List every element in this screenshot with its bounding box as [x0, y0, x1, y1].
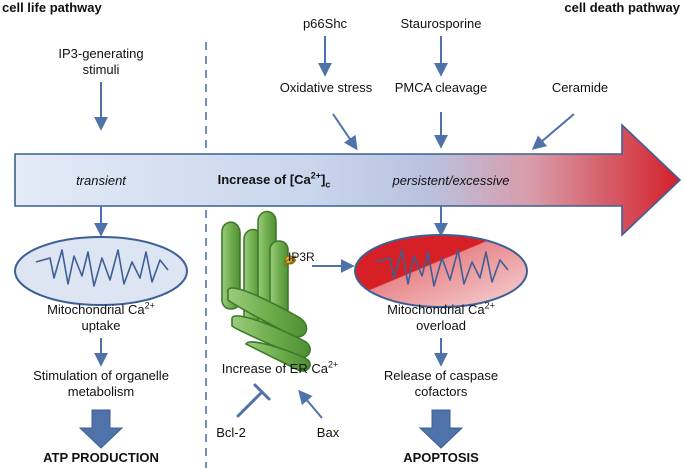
ip3-stimuli-label: IP3-generating stimuli: [51, 46, 151, 78]
stimulation-label: Stimulation of organelle metabolism: [33, 368, 169, 399]
er-ca-increase-label: Increase of ER Ca2+: [221, 359, 339, 376]
bax-label: Bax: [316, 425, 340, 440]
ip3r-label: IP3R: [288, 250, 315, 264]
endoplasmic-reticulum: [221, 210, 311, 372]
cell-life-header: cell life pathway: [2, 0, 102, 15]
ip3-line1: IP3-generating: [58, 46, 144, 61]
apoptosis-block-arrow: [418, 409, 464, 449]
ceramide-arrow: [531, 113, 575, 150]
release-caspase-label: Release of caspase cofactors: [383, 368, 499, 399]
cell-death-header: cell death pathway: [564, 0, 680, 15]
oxidative-arrow: [332, 113, 358, 151]
increase-cytosolic-ca-label: Increase of [Ca2+]c: [217, 170, 331, 190]
p66shc-label: p66Shc: [302, 16, 348, 31]
mito-uptake-label: Mitochondrial Ca2+ uptake: [47, 300, 155, 333]
apoptosis-label: APOPTOSIS: [403, 450, 479, 465]
atp-production-label: ATP PRODUCTION: [43, 450, 159, 465]
bax-arrow: [298, 389, 323, 419]
transient-label: transient: [76, 173, 126, 188]
atp-block-arrow: [78, 409, 124, 449]
bcl2-inhibition: [236, 383, 271, 418]
left-mitochondrion: [14, 236, 188, 306]
ip3r-channel: [283, 255, 297, 267]
persistent-label: persistent/excessive: [392, 173, 510, 188]
right-mitochondrion: [354, 234, 528, 308]
bcl2-label: Bcl-2: [216, 425, 246, 440]
mito-overload-label: Mitochondrial Ca2+ overload: [387, 300, 495, 333]
pmca-cleavage-label: PMCA cleavage: [394, 80, 488, 95]
calcium-arrow-bar: [14, 123, 682, 237]
oxidative-stress-label: Oxidative stress: [279, 80, 373, 95]
ceramide-label: Ceramide: [551, 80, 609, 95]
staurosporine-label: Staurosporine: [400, 16, 482, 31]
ip3-line2: stimuli: [82, 62, 120, 77]
